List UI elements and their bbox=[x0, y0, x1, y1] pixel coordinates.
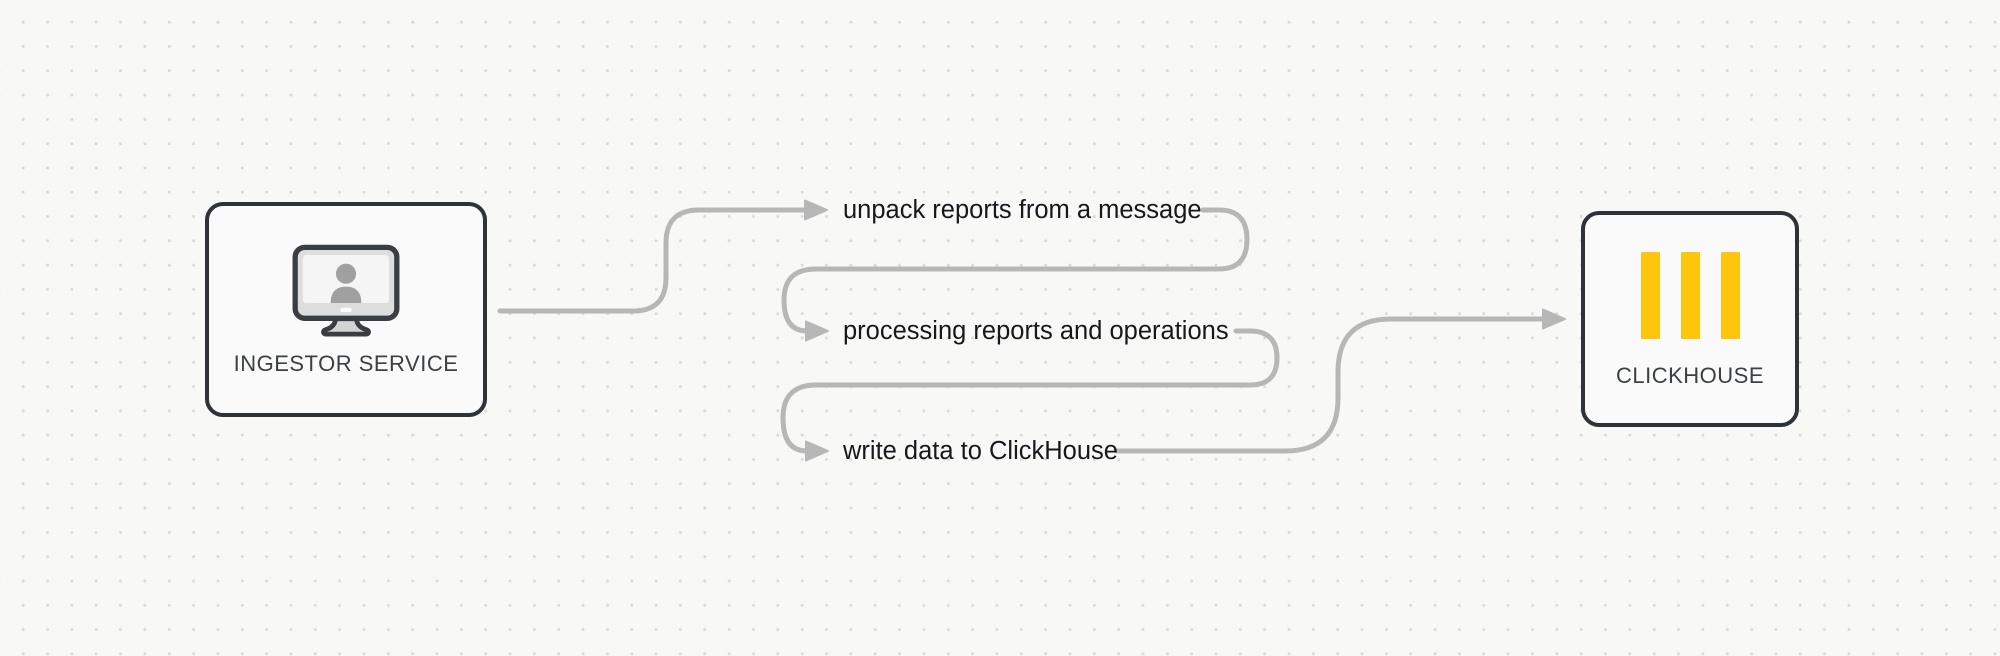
connector-step1-to-step2 bbox=[781, 207, 1250, 334]
clickhouse-bar bbox=[1680, 251, 1700, 339]
clickhouse-logo-icon bbox=[1640, 251, 1740, 339]
clickhouse-label: CLICKHOUSE bbox=[1615, 362, 1765, 388]
clickhouse-bar bbox=[1720, 251, 1740, 339]
connector-step3-to-clickhouse bbox=[1113, 316, 1546, 454]
node-ingestor-service: INGESTOR SERVICE bbox=[205, 202, 487, 417]
step-label-processing-reports: processing reports and operations bbox=[843, 317, 1229, 345]
arrowhead-clickhouse-icon bbox=[1542, 308, 1566, 330]
step-label-write-data: write data to ClickHouse bbox=[843, 437, 1118, 465]
user-monitor-icon bbox=[290, 244, 402, 337]
connector-step2-to-step3 bbox=[780, 328, 1280, 454]
connector-ingestor-to-step1 bbox=[497, 207, 808, 314]
arrowhead-step2-icon bbox=[805, 320, 829, 342]
arrowhead-step1-icon bbox=[804, 199, 828, 221]
ingestor-service-label: INGESTOR SERVICE bbox=[233, 351, 459, 376]
arrowhead-step3-icon bbox=[805, 440, 829, 462]
clickhouse-bar bbox=[1640, 251, 1660, 339]
node-clickhouse: CLICKHOUSE bbox=[1581, 211, 1799, 427]
step-label-unpack-reports: unpack reports from a message bbox=[843, 196, 1202, 224]
